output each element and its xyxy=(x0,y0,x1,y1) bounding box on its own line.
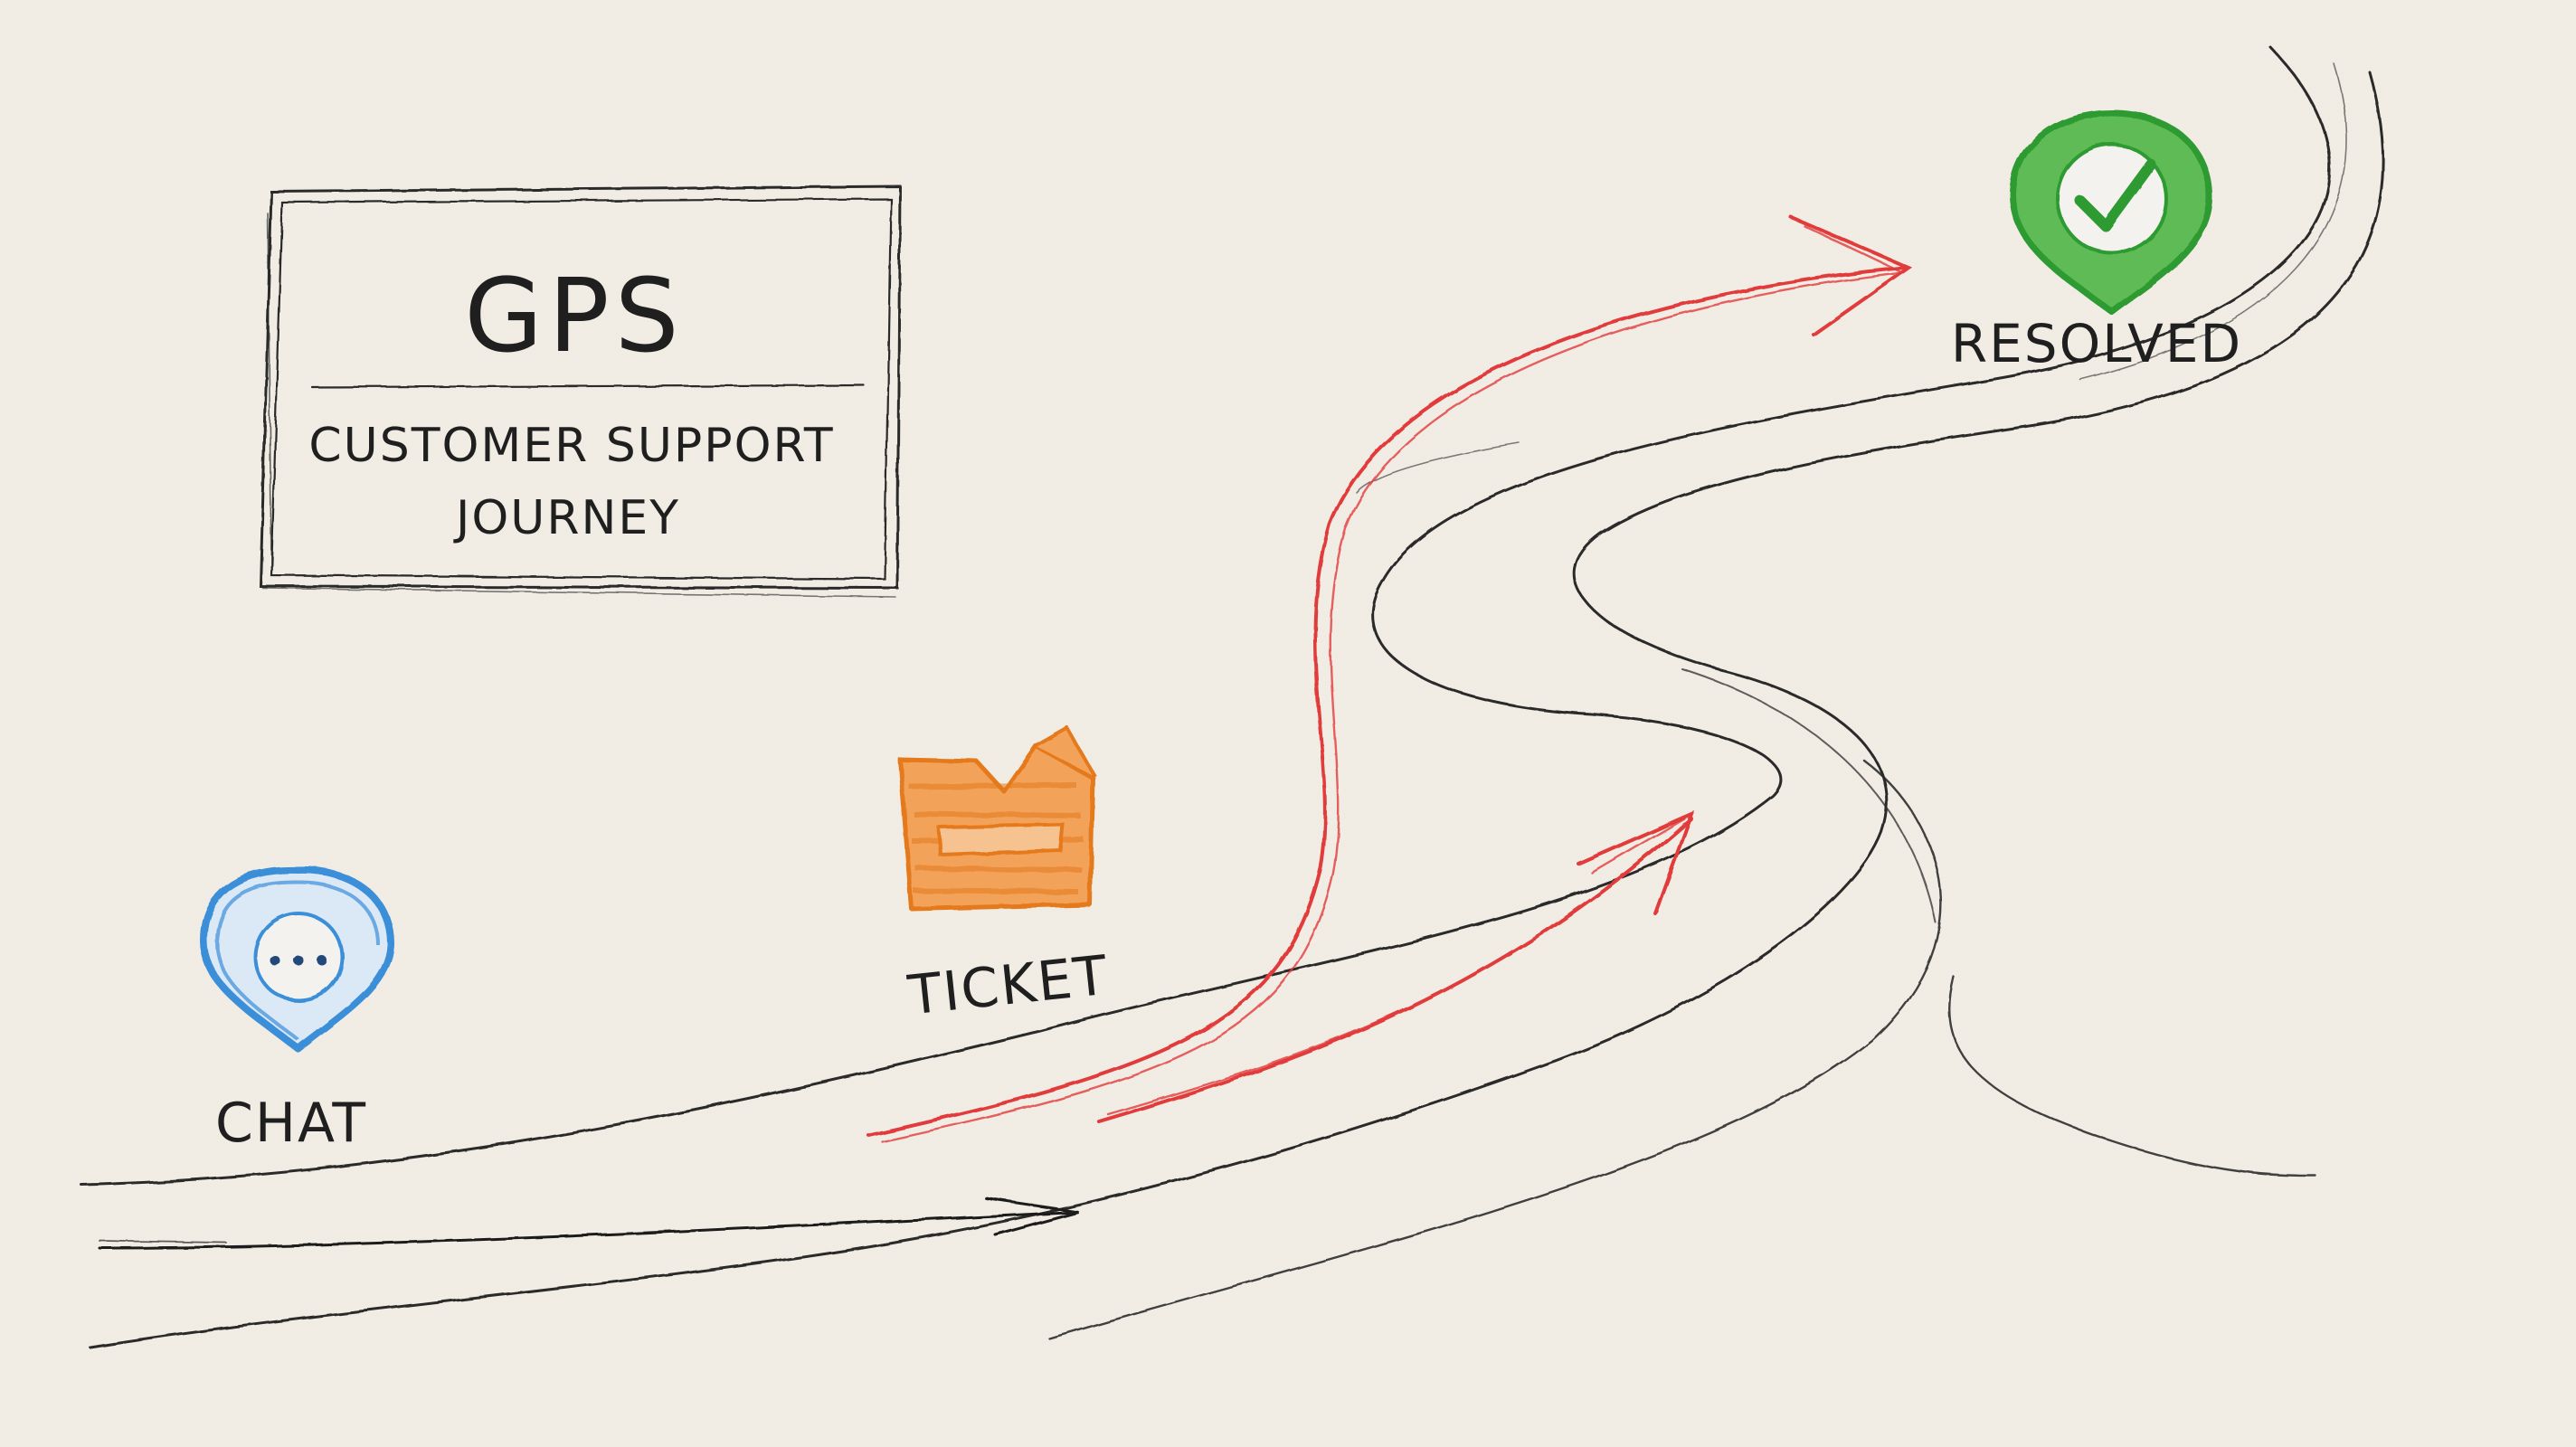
ticket-stage: TICKET xyxy=(897,725,1112,1028)
diagram-title: GPS xyxy=(464,258,684,375)
chat-stage: CHAT xyxy=(200,865,395,1155)
resolved-label: RESOLVED xyxy=(1951,313,2242,374)
chat-bubble-icon xyxy=(200,865,395,1053)
diagram-subtitle-line1: CUSTOMER SUPPORT xyxy=(308,419,834,473)
resolved-stage: RESOLVED xyxy=(1951,109,2242,374)
checkmark-pin-icon xyxy=(2009,109,2213,316)
ticket-box-icon xyxy=(897,725,1096,912)
chat-label: CHAT xyxy=(215,1092,367,1155)
road-direction-arrow xyxy=(98,1196,1079,1250)
resolution-arrow xyxy=(1097,810,1695,1123)
escalation-arrow xyxy=(867,215,1913,1143)
title-box xyxy=(259,184,902,598)
road xyxy=(80,45,2385,1349)
title-divider xyxy=(310,383,866,389)
diagram-subtitle-line2: JOURNEY xyxy=(453,491,680,545)
